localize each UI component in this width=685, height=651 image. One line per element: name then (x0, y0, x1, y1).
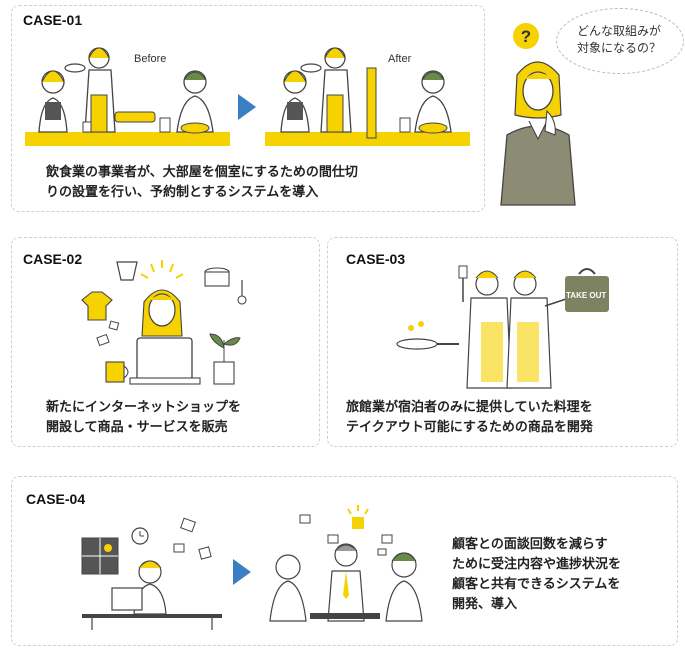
question-bubble (556, 8, 684, 74)
case-01-description-line2: りの設置を行い、予約制とするシステムを導入 (46, 185, 319, 200)
case-04-label: CASE-04 (26, 491, 86, 507)
case-03-label: CASE-03 (346, 251, 406, 267)
before-label: Before (134, 53, 167, 65)
case-02-illustration (81, 260, 247, 385)
case-04-description-line4: 開発、導入 (452, 597, 518, 612)
case-03-description-line2: テイクアウト可能にするための商品を開発 (346, 420, 593, 435)
takeout-label: TAKE OUT (566, 291, 607, 300)
case-04-description-line2: ために受注内容や進捗状況を (452, 557, 622, 572)
arrow-right-icon (233, 559, 251, 585)
case-02-description-line2: 開設して商品・サービスを販売 (46, 420, 228, 435)
case-01-description-line1: 飲食業の事業者が、大部屋を個室にするための間仕切 (46, 165, 358, 180)
case-02-label: CASE-02 (23, 251, 83, 267)
case-01-label: CASE-01 (23, 12, 83, 28)
case-04-before-illustration (81, 517, 222, 630)
case-04-after-illustration (269, 505, 423, 622)
arrow-right-icon (238, 94, 256, 120)
case-03-description-line1: 旅館業が宿泊者のみに提供していた料理を (346, 400, 593, 415)
case-03-illustration (396, 265, 576, 389)
svg-text:?: ? (521, 27, 531, 46)
case-04-description-line3: 顧客と共有できるシステムを (452, 577, 621, 592)
case-01-before-illustration (25, 47, 230, 146)
after-label: After (388, 53, 412, 65)
case-04-description-line1: 顧客との面談回数を減らす (452, 537, 608, 552)
question-line2: 対象になるの？ (576, 41, 661, 55)
question-mark-icon: ? (513, 23, 539, 49)
takeout-bag-icon (565, 268, 609, 312)
question-line1: どんな取組みが (576, 24, 661, 38)
case-01-after-illustration (265, 47, 470, 146)
thinking-woman-illustration (500, 61, 576, 206)
case-02-description-line1: 新たにインターネットショップを (46, 400, 242, 415)
